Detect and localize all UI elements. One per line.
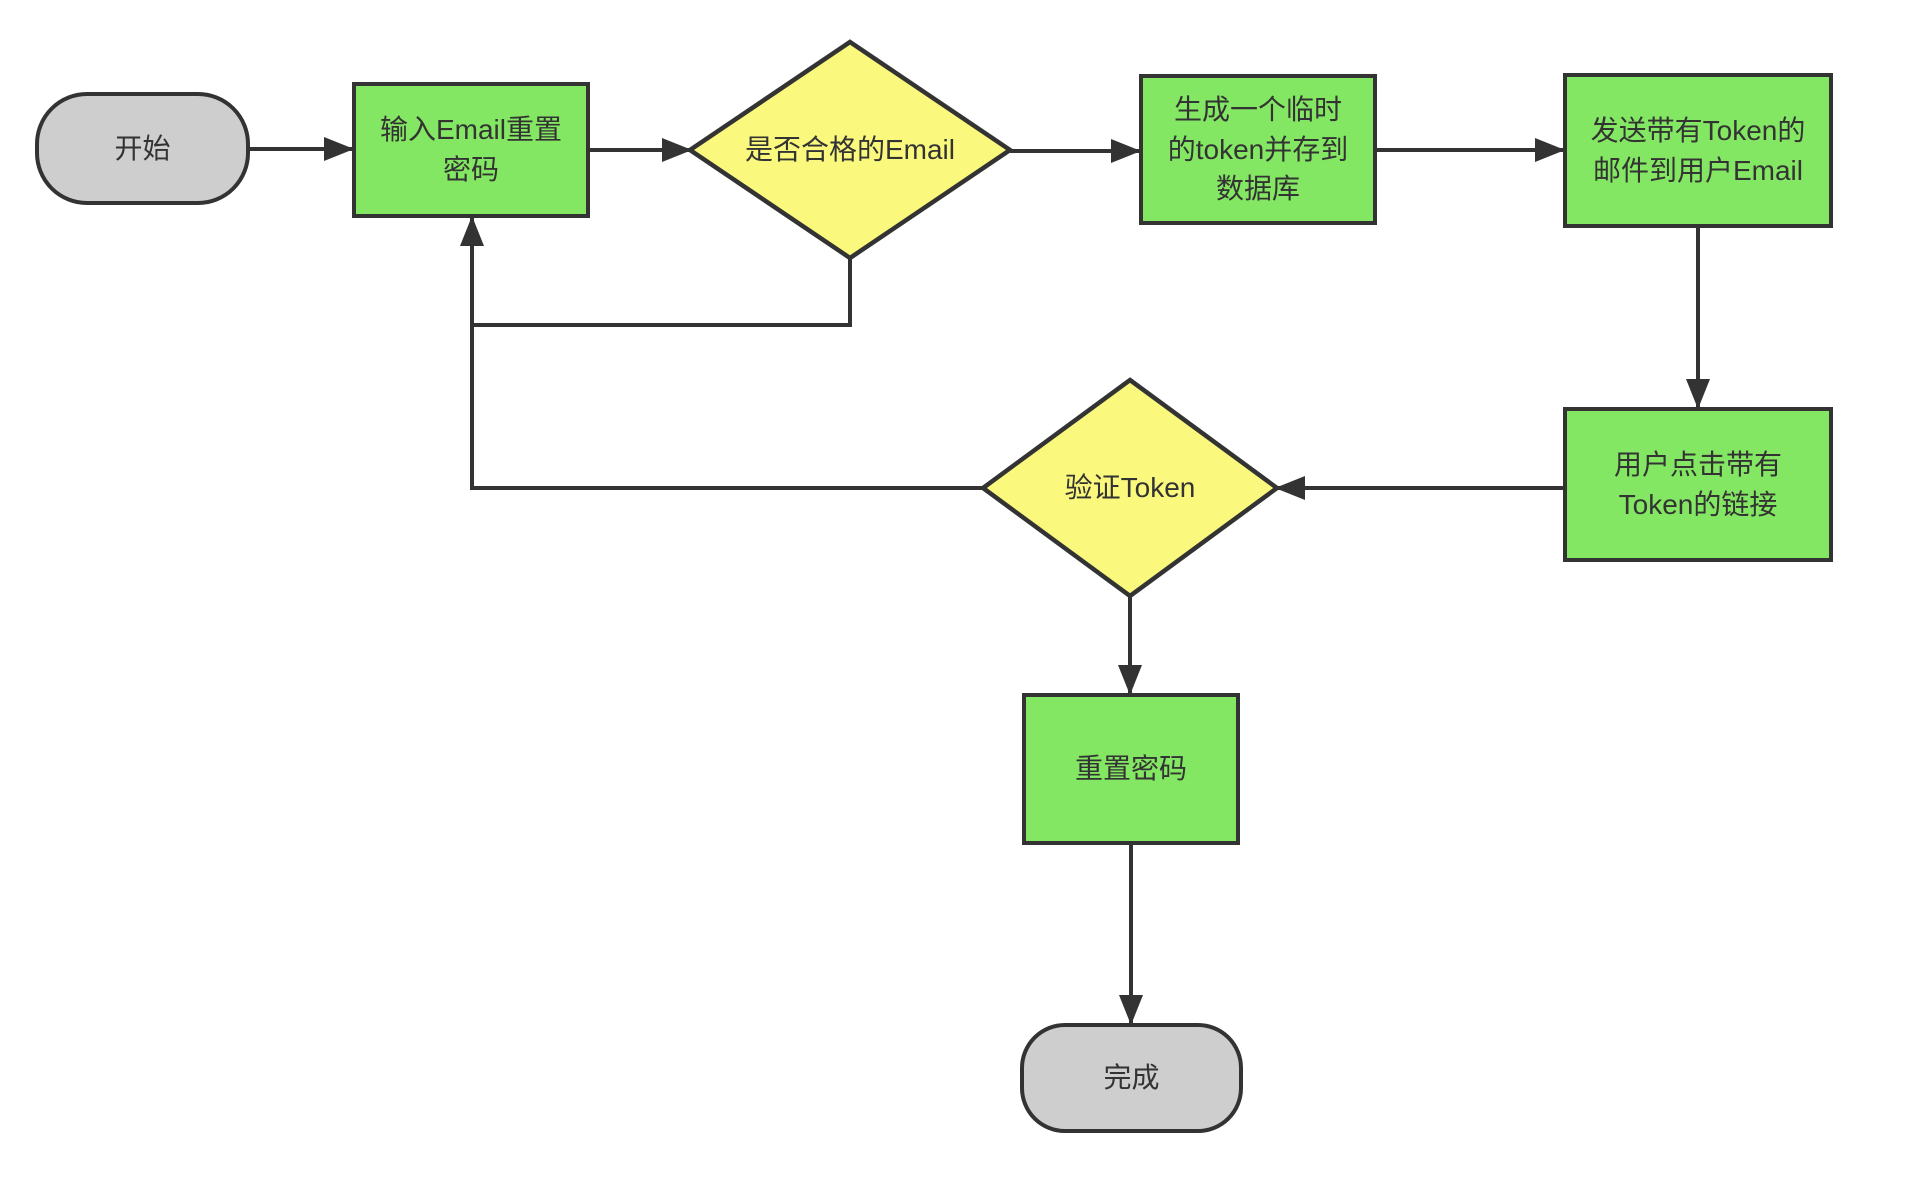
decision-check-email	[685, 39, 1015, 261]
node-click-link-label: 用户点击带有 Token的链接	[1613, 448, 1782, 520]
node-send-email: 发送带有Token的 邮件到用户Email	[1563, 73, 1833, 228]
node-send-email-label: 发送带有Token的 邮件到用户Email	[1590, 114, 1806, 186]
node-reset-password: 重置密码	[1022, 693, 1240, 845]
node-done-label: 完成	[1103, 1062, 1160, 1094]
node-click-link: 用户点击带有 Token的链接	[1563, 407, 1833, 562]
node-enter-email-label: 输入Email重置 密码	[379, 114, 562, 185]
node-generate-token-label: 生成一个临时 的token并存到 数据库	[1167, 93, 1349, 205]
decision-verify-token	[979, 377, 1281, 599]
node-reset-password-label: 重置密码	[1074, 753, 1187, 785]
edge-verify-token-loop-back	[460, 216, 983, 490]
node-done: 完成	[1020, 1023, 1243, 1133]
node-enter-email: 输入Email重置 密码	[352, 82, 590, 218]
node-start: 开始	[35, 92, 250, 205]
node-generate-token: 生成一个临时 的token并存到 数据库	[1139, 74, 1377, 225]
edge-check-email-loop-back	[472, 258, 852, 327]
node-start-label: 开始	[114, 132, 171, 164]
